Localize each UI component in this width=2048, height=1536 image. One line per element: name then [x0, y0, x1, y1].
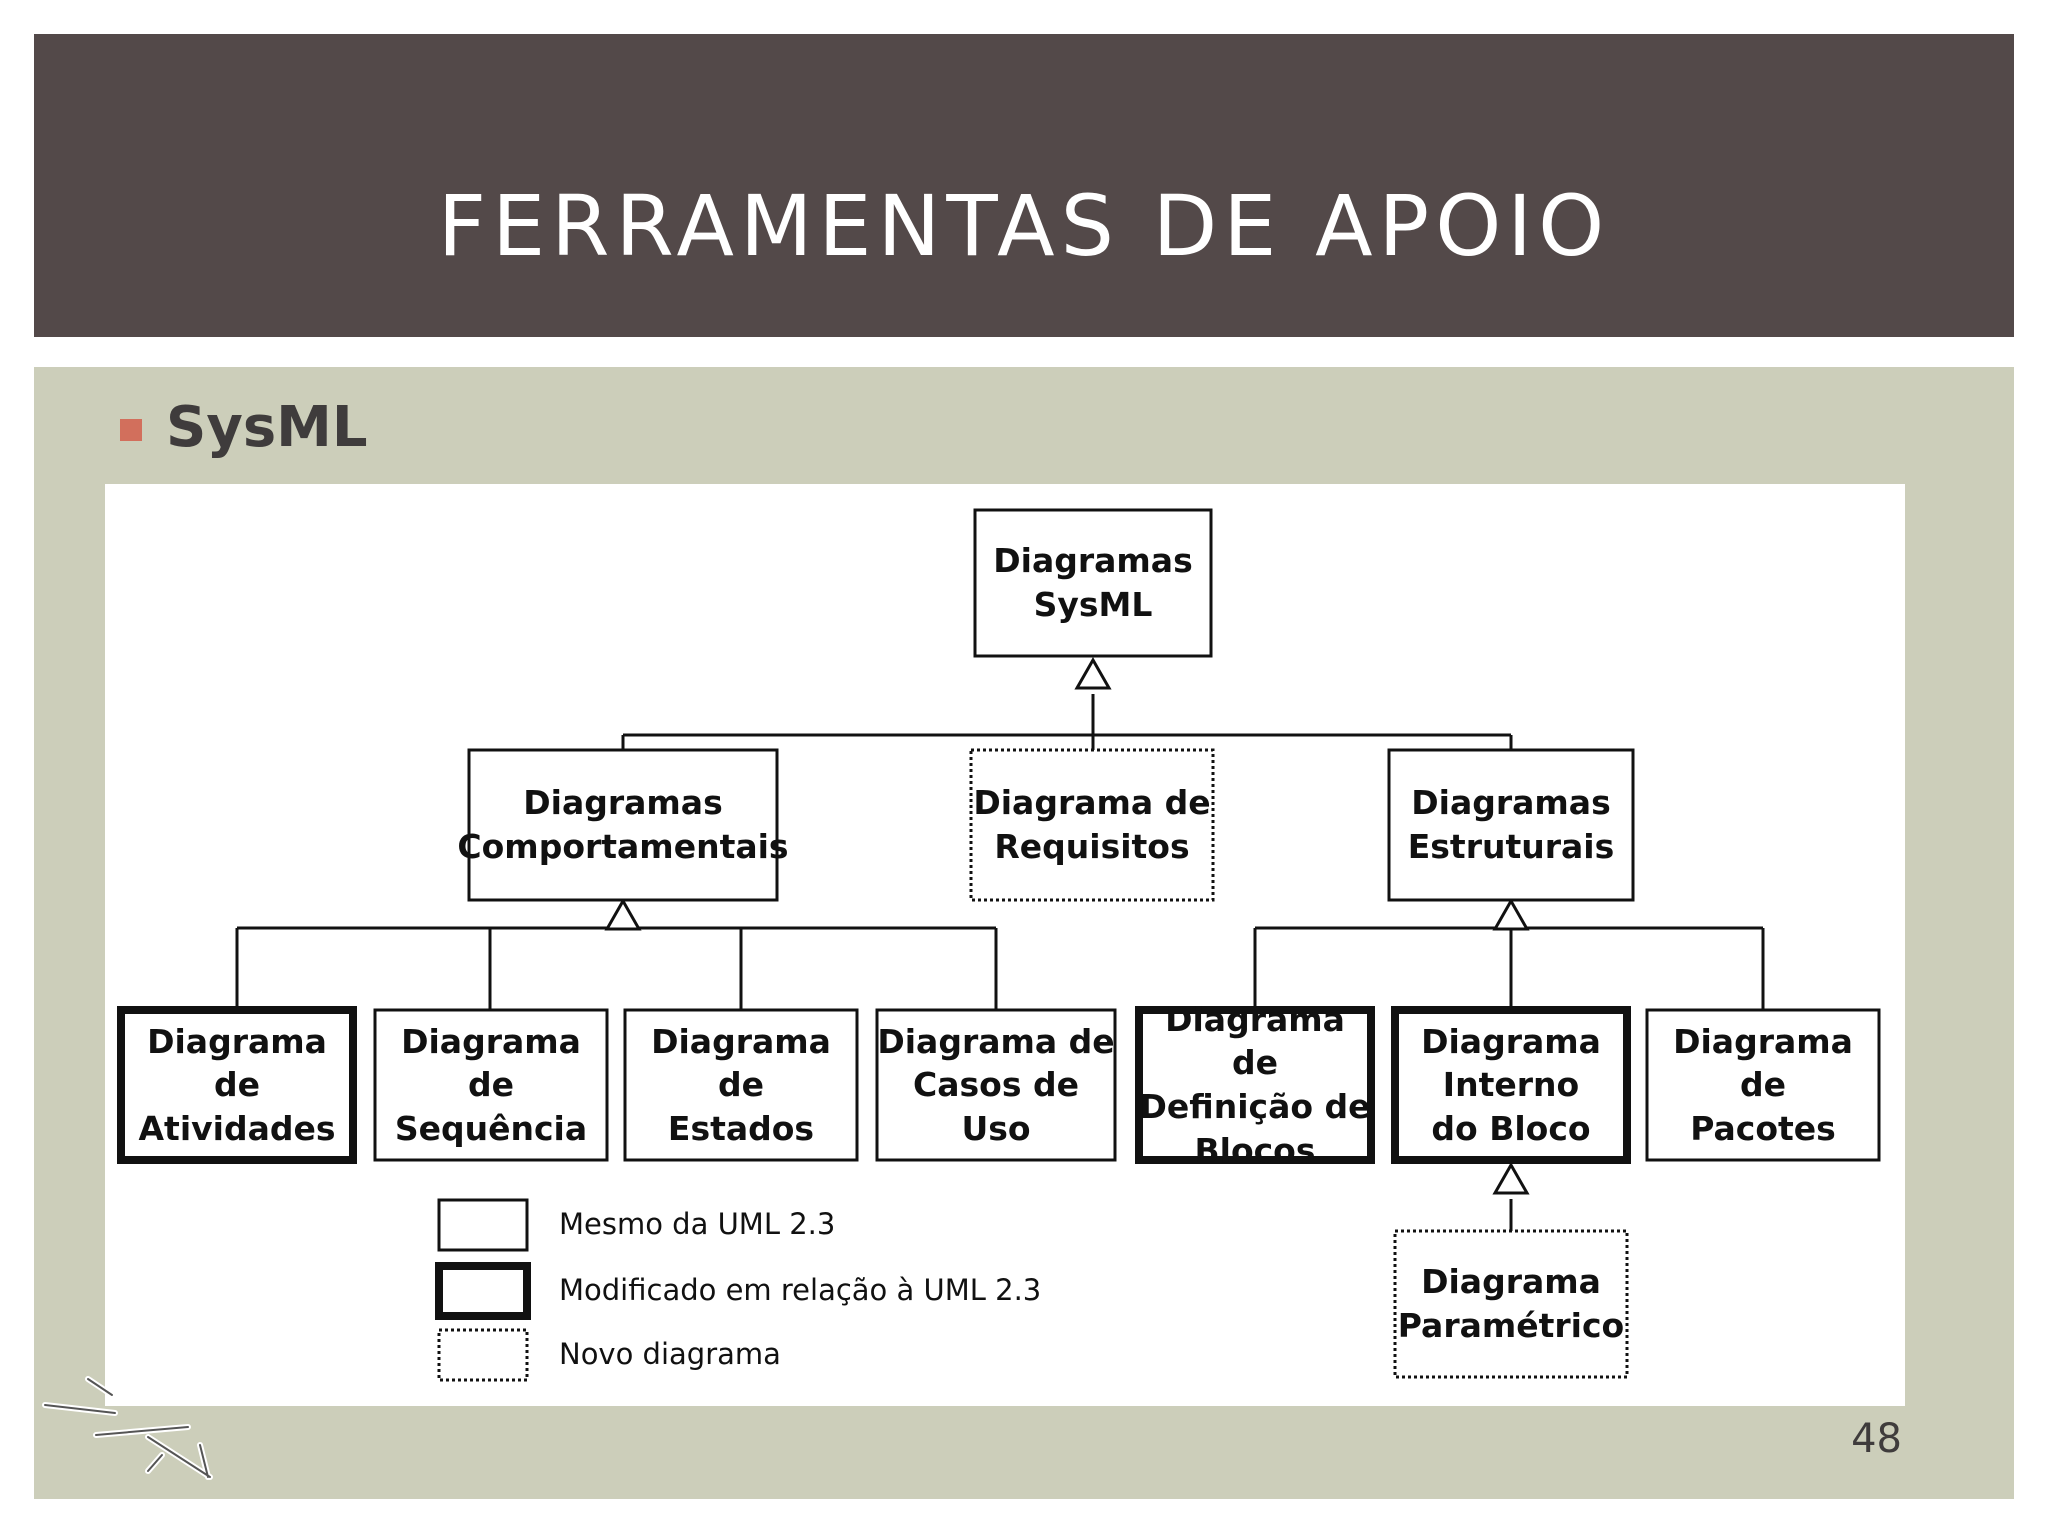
behavioral-child-1-label: Diagrama de Sequência	[394, 1021, 588, 1148]
legend-swatch-modified	[435, 1262, 531, 1320]
structural-child-1-box	[1391, 1006, 1631, 1164]
behavioral-child-0-box	[117, 1006, 357, 1164]
behavioral-box	[467, 748, 779, 902]
title-bar: FERRAMENTAS DE APOIO	[34, 34, 2014, 337]
logo-icon	[40, 1355, 220, 1485]
behavioral-label: Diagramas Comportamentais	[457, 783, 789, 866]
bullet-text: SysML	[166, 395, 368, 460]
diagram-canvas	[117, 508, 1881, 1382]
legend-label-same: Mesmo da UML 2.3	[559, 1207, 836, 1241]
requirements-box	[969, 748, 1215, 902]
structural-child-0-label: Diagrama de Definição de Blocos	[1139, 999, 1371, 1170]
sysml-diagram: Diagramas SysML Diagramas Comportamentais…	[105, 484, 1905, 1406]
legend-swatch-same	[437, 1198, 529, 1252]
legend-swatch-new	[437, 1328, 529, 1382]
requirements-label: Diagrama de Requisitos	[973, 783, 1211, 866]
root-label: Diagramas SysML	[993, 541, 1193, 624]
structural-child-0-box	[1135, 1006, 1375, 1164]
structural-box	[1387, 748, 1635, 902]
structural-child-2-label: Diagrama de Pacotes	[1673, 1021, 1853, 1148]
legend-label-new: Novo diagrama	[559, 1337, 781, 1371]
page-number: 48	[1851, 1416, 1902, 1462]
parametric-box	[1393, 1229, 1629, 1379]
behavioral-child-3-label: Diagrama de Casos de Uso	[877, 1021, 1115, 1148]
behavioral-child-0-label: Diagrama de Atividades	[138, 1021, 336, 1148]
bullet-marker	[120, 419, 142, 441]
parametric-label: Diagrama Paramétrico	[1397, 1262, 1625, 1345]
root-box	[973, 508, 1213, 658]
behavioral-child-2-box	[623, 1008, 859, 1162]
structural-label: Diagramas Estruturais	[1407, 783, 1615, 866]
structural-child-1-label: Diagrama Interno do Bloco	[1421, 1021, 1601, 1148]
behavioral-child-2-label: Diagrama de Estados	[651, 1021, 831, 1148]
structural-child-2-box	[1645, 1008, 1881, 1162]
behavioral-child-1-box	[373, 1008, 609, 1162]
legend-label-modified: Modificado em relação à UML 2.3	[559, 1273, 1042, 1307]
slide-title: FERRAMENTAS DE APOIO	[437, 177, 1611, 275]
behavioral-child-3-box	[875, 1008, 1117, 1162]
